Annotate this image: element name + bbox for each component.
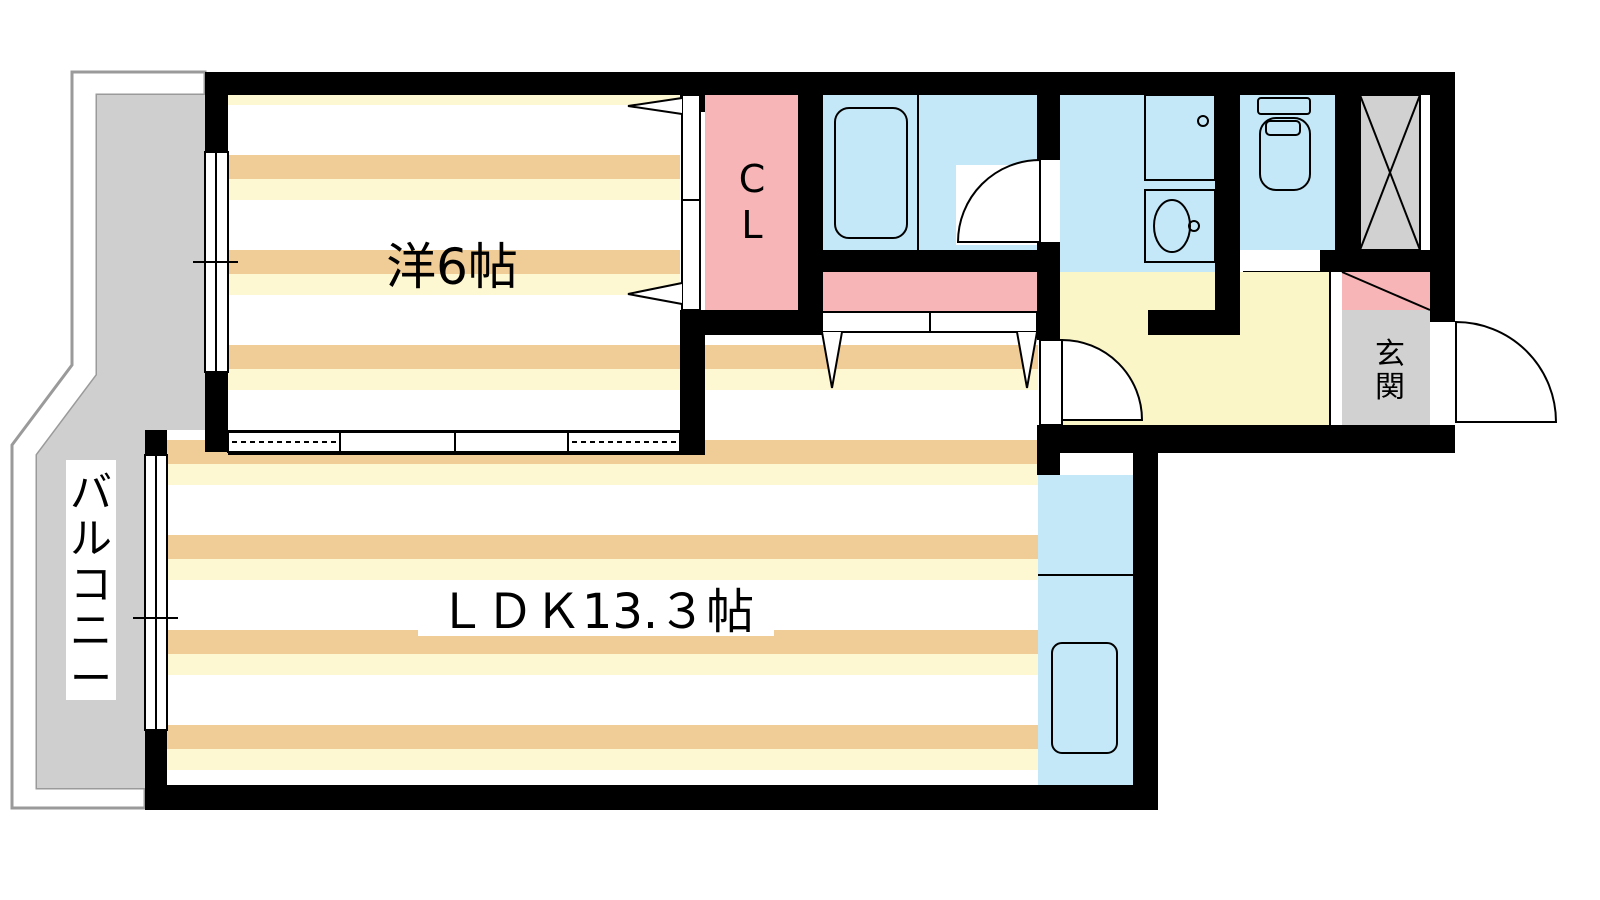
shoe-cabinet [1359, 94, 1421, 251]
storage-shelf [822, 272, 1037, 312]
kitchen-counter [1038, 475, 1133, 785]
toilet [1257, 97, 1311, 191]
balcony-label-char: ル [70, 514, 112, 563]
western-room-floor [228, 95, 680, 430]
kitchen-sink [1051, 642, 1118, 754]
sliding-door-western [227, 431, 681, 453]
balcony-label-box [66, 460, 116, 700]
balcony-label-char: コ [70, 560, 112, 609]
closet [705, 95, 798, 310]
balcony-label-char: バ [70, 468, 112, 517]
balcony: バ ル コ ニ ー [10, 70, 207, 810]
bathtub [834, 107, 908, 239]
window-ldk [133, 454, 178, 731]
entrance-label: 玄 [1375, 337, 1405, 372]
closet-label: C [739, 157, 766, 201]
balcony-label-char: ー [70, 654, 112, 703]
entrance-label: 関 [1375, 370, 1405, 405]
balcony-label-char: ニ [70, 606, 112, 655]
front-door [1455, 320, 1558, 423]
washing-machine [1144, 94, 1216, 181]
ldk-floor-upper [700, 335, 1038, 435]
western-room-label: 洋6帖 [386, 238, 518, 296]
window-western [193, 151, 238, 373]
bathroom-door [956, 158, 1041, 245]
closet-door [627, 94, 701, 311]
closet-label: L [741, 203, 762, 247]
ldk-label-bg [418, 580, 774, 636]
ldk-label: ＬＤＫ13.３帖 [438, 584, 754, 640]
